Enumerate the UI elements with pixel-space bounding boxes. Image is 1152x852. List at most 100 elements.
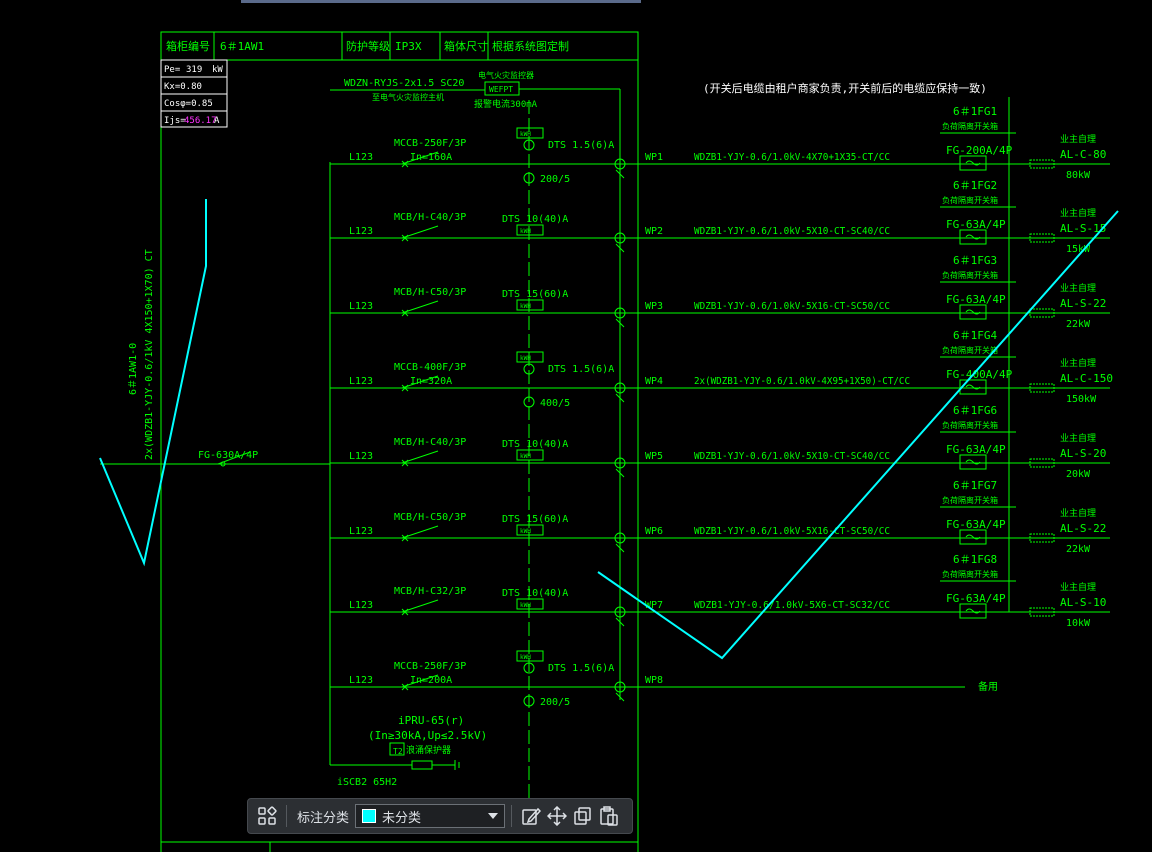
top-note: (开关后电缆由租户商家负责,开关前后的电缆应保持一致) <box>703 81 987 95</box>
circuit-breaker: MCB/H-C40/3P <box>394 437 466 448</box>
circuit-cable: WDZB1-YJY-0.6/1.0kV-5X10-CT-SC40/CC <box>694 226 890 237</box>
circuit-breaker: MCB/H-C40/3P <box>394 212 466 223</box>
isolator-label: 负荷隔离开关箱 <box>942 121 998 131</box>
circuit-spare: 备用 <box>978 680 998 693</box>
panel-load: 22kW <box>1066 544 1091 555</box>
circuit-row-8[interactable] <box>330 650 965 707</box>
header-cell-label-1: 箱柜编号 <box>166 39 210 53</box>
fire-monitor-cable-note: 至电气火灾监控主机 <box>372 92 444 102</box>
panel-id: AL-C-150 <box>1060 372 1113 385</box>
circuit-breaker: MCCB-250F/3P <box>394 661 466 672</box>
panel-load: 15kW <box>1066 244 1091 255</box>
isolator-label: 负荷隔离开关箱 <box>942 420 998 430</box>
circuit-meter: DTS 1.5(6)A <box>548 364 614 375</box>
isolator-rating: FG-400A/4P <box>946 368 1013 381</box>
category-color-swatch <box>362 809 377 823</box>
circuit-meter: DTS 10(40)A <box>502 588 568 599</box>
circuit-wp: WP2 <box>645 226 663 237</box>
category-select-value: 未分类 <box>382 810 422 826</box>
panel-load: 150kW <box>1066 394 1097 405</box>
circuit-phase: L123 <box>349 152 373 163</box>
circuit-breaker: MCB/H-C50/3P <box>394 287 466 298</box>
circuit-phase: L123 <box>349 675 373 686</box>
circuit-row-6[interactable] <box>330 506 1110 553</box>
circuit-meter: DTS 15(60)A <box>502 514 568 525</box>
fire-monitor-setting: 报警电流300mA <box>474 98 538 110</box>
isolator-rating: FG-63A/4P <box>946 592 1006 605</box>
circuit-wp: WP6 <box>645 526 663 537</box>
edit-icon[interactable] <box>518 803 544 829</box>
panel-id: AL-S-15 <box>1060 222 1106 235</box>
grid-icon[interactable] <box>254 803 280 829</box>
circuit-cable: WDZB1-YJY-0.6/1.0kV-4X70+1X35-CT/CC <box>694 152 890 163</box>
circuit-phase: L123 <box>349 376 373 387</box>
cos-value: Cosφ=0.85 <box>164 99 213 109</box>
panel-load: 80kW <box>1066 170 1091 181</box>
header-table <box>160 31 639 61</box>
copy-icon[interactable] <box>570 803 596 829</box>
circuit-ct: 200/5 <box>540 697 570 708</box>
circuit-setting: In=160A <box>410 152 452 163</box>
circuit-setting: In=320A <box>410 376 452 387</box>
isolator-id: 6＃1FG2 <box>953 179 997 192</box>
pe-value: 319 <box>186 65 202 75</box>
kwh-meter-label: kWH <box>520 355 531 362</box>
kwh-meter-label: kWH <box>520 654 531 661</box>
circuit-cable: WDZB1-YJY-0.6/1.0kV-5X10-CT-SC40/CC <box>694 451 890 462</box>
isolator-label: 负荷隔离开关箱 <box>942 569 998 579</box>
move-icon[interactable] <box>544 803 570 829</box>
spd-label: 浪涌保护器 <box>406 744 451 756</box>
circuit-breaker: MCCB-250F/3P <box>394 138 466 149</box>
circuit-breaker: MCB/H-C50/3P <box>394 512 466 523</box>
isolator-id: 6＃1FG1 <box>953 105 997 118</box>
incoming-cable: 2x(WDZB1-YJY-0.6/1kV 4X150+1X70) CT <box>144 249 155 460</box>
toolbar-separator <box>286 805 287 827</box>
spd-spec: (In≥30kA,Up≤2.5kV) <box>368 729 487 742</box>
fire-monitor-title: 电气火灾监控器 <box>478 70 534 80</box>
isolator-label: 负荷隔离开关箱 <box>942 195 998 205</box>
circuit-wp: WP3 <box>645 301 663 312</box>
circuit-ct: 200/5 <box>540 174 570 185</box>
incoming-breaker: FG-630A/4P <box>198 450 258 461</box>
circuit-meter: DTS 1.5(6)A <box>548 140 614 151</box>
circuit-breaker: MCB/H-C32/3P <box>394 586 466 597</box>
spd-model: iPRU-65(r) <box>398 714 464 727</box>
circuit-cable: WDZB1-YJY-0.6/1.0kV-5X16-CT-SC50/CC <box>694 301 890 312</box>
circuit-row-4[interactable] <box>330 351 1110 408</box>
header-cell-value-1: 6＃1AW1 <box>220 40 264 53</box>
panel-load: 20kW <box>1066 469 1091 480</box>
circuit-phase: L123 <box>349 451 373 462</box>
isolator-rating: FG-200A/4P <box>946 144 1013 157</box>
header-cell-label-2: 防护等级 <box>346 39 390 53</box>
circuit-meter: DTS 10(40)A <box>502 439 568 450</box>
kwh-meter-label: kWH <box>520 453 531 460</box>
kwh-meter-label: kWH <box>520 131 531 138</box>
circuit-breaker: MCCB-400F/3P <box>394 362 466 373</box>
circuit-ct: 400/5 <box>540 398 570 409</box>
chevron-down-icon <box>488 813 499 819</box>
isolator-label: 负荷隔离开关箱 <box>942 495 998 505</box>
isolator-id: 6＃1FG7 <box>953 479 997 492</box>
circuit-row-1[interactable] <box>330 127 1110 184</box>
paste-icon[interactable] <box>596 803 622 829</box>
panel-id: AL-S-10 <box>1060 596 1106 609</box>
circuit-meter: DTS 15(60)A <box>502 289 568 300</box>
isolator-id: 6＃1FG4 <box>953 329 997 342</box>
pe-label: Pe= <box>164 65 181 75</box>
tenant-label: 业主自理 <box>1060 507 1096 519</box>
circuit-cable: WDZB1-YJY-0.6/1.0kV-5X16-CT-SC50/CC <box>694 526 890 537</box>
circuit-wp: WP7 <box>645 600 663 611</box>
kwh-meter-label: kWH <box>520 528 531 535</box>
tenant-label: 业主自理 <box>1060 581 1096 593</box>
header-cell-label-3: 箱体尺寸 <box>444 39 488 53</box>
circuit-row-3[interactable] <box>330 281 1110 328</box>
isolator-rating: FG-63A/4P <box>946 218 1006 231</box>
category-select[interactable]: 未分类 <box>355 804 506 828</box>
circuit-row-7[interactable] <box>330 580 1110 627</box>
annotation-toolbar: 标注分类 未分类 <box>247 798 633 834</box>
kwh-meter-label: kWH <box>520 228 531 235</box>
circuit-wp: WP5 <box>645 451 663 462</box>
circuit-phase: L123 <box>349 526 373 537</box>
